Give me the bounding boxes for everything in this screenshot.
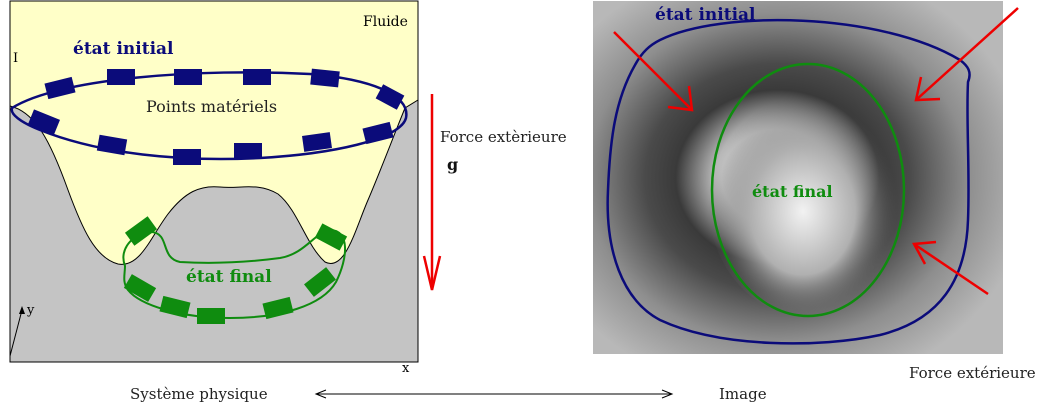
- material-point: [310, 69, 340, 88]
- axis-y-label: y: [26, 303, 35, 318]
- axis-i-label: I: [13, 51, 18, 66]
- material-points-label: Points matériels: [146, 97, 277, 116]
- axis-x-label: x: [402, 361, 410, 376]
- external-force-label-right: Force extérieure: [909, 364, 1036, 382]
- image-caption: Image: [719, 385, 767, 403]
- material-point: [234, 143, 262, 159]
- fluid-label: Fluide: [363, 14, 408, 30]
- initial-state-label: état initial: [73, 39, 174, 59]
- material-point: [197, 308, 225, 324]
- material-point: [174, 69, 202, 85]
- material-point: [107, 69, 135, 85]
- material-point: [173, 149, 201, 165]
- gravity-label: g: [447, 155, 458, 174]
- external-force-label-left: Force extèrieure: [440, 128, 567, 146]
- initial-state-label-image: état initial: [655, 5, 756, 25]
- material-point: [243, 69, 271, 85]
- final-state-label-image: état final: [752, 182, 833, 201]
- physical-system-caption: Système physique: [130, 385, 268, 403]
- image-panel: état initial état final: [593, 1, 1018, 354]
- final-state-label: état final: [186, 267, 272, 287]
- physical-system-panel: I y x Fluide état initial Points matérie…: [10, 1, 440, 376]
